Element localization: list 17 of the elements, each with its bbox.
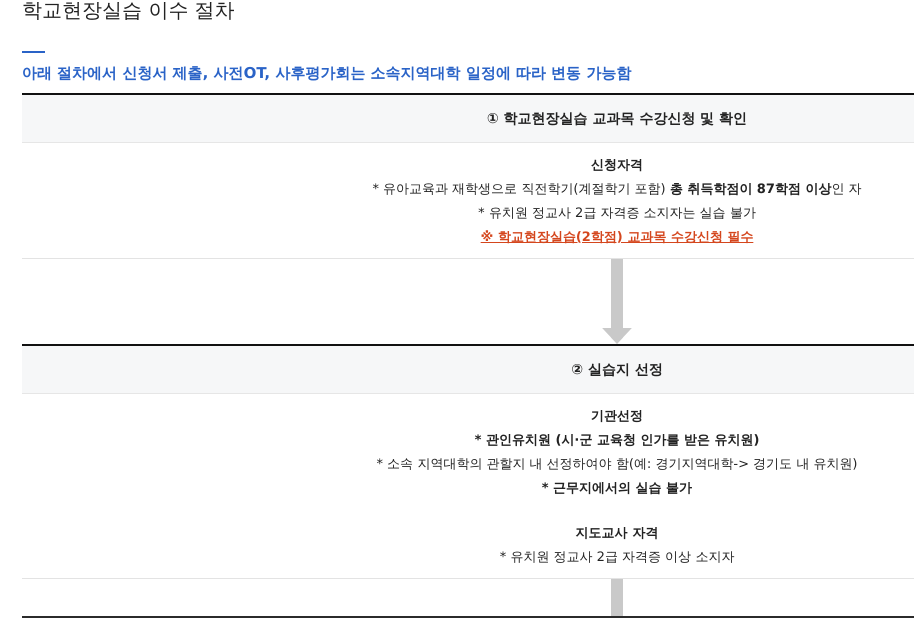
- notice-text: 아래 절차에서 신청서 제출, 사전OT, 사후평가회는 소속지역대학 일정에 따라 변동 가능함: [22, 63, 632, 84]
- requirement-text: * 근무지에서의 실습 불가: [542, 480, 692, 498]
- step-title: ② 실습지 선정: [571, 360, 663, 378]
- step-panel: [22, 93, 914, 259]
- requirement-text: * 관인유치원 (시·군 교육청 인가를 받은 유치원): [474, 432, 760, 450]
- section-heading: 신청자격: [591, 157, 643, 175]
- requirement-text: * 유치원 정교사 2급 자격증 이상 소지자: [500, 549, 734, 567]
- step-title: ① 학교현장실습 교과목 수강신청 및 확인: [486, 110, 748, 128]
- notice-text: ※ 학교현장실습(2학점) 교과목 수강신청 필수: [480, 229, 754, 247]
- requirement-text: * 소속 지역대학의 관할지 내 선정하여야 함(예: 경기지역대학-> 경기도 내 유치원): [376, 456, 858, 474]
- section-heading: 지도교사 자격: [576, 525, 658, 543]
- requirement-text: * 유아교육과 재학생으로 직전학기(계절학기 포함) 총 취득학점이 87학점 이상인 자: [372, 181, 862, 199]
- down-arrow: [602, 259, 632, 344]
- step-panel: [22, 344, 914, 579]
- page-title: 학교현장실습 이수 절차: [22, 0, 235, 24]
- requirement-text: * 유치원 정교사 2급 자격증 소지자는 실습 불가: [478, 205, 756, 223]
- section-heading: 기관선정: [591, 408, 643, 426]
